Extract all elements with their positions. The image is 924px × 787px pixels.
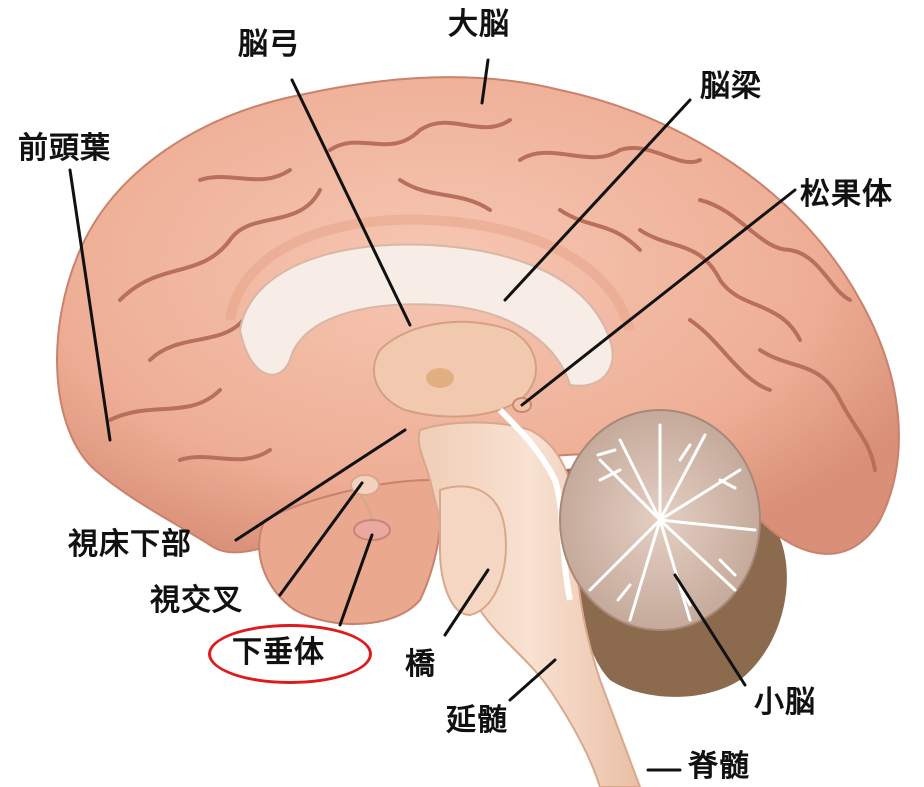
cerebellum-shape: [560, 410, 760, 630]
label-cerebellum: 小脳: [754, 686, 816, 720]
label-medulla: 延髄: [446, 704, 508, 738]
label-cerebrum: 大脳: [448, 8, 510, 42]
label-corpus-callosum: 脳梁: [700, 70, 762, 104]
label-pons: 橋: [405, 648, 436, 682]
label-fornix: 脳弓: [238, 28, 300, 62]
diencephalon: [374, 322, 536, 417]
label-spinal-cord: 脊髄: [688, 750, 750, 784]
label-pineal-body: 松果体: [800, 178, 893, 212]
label-frontal-lobe: 前頭葉: [18, 132, 111, 166]
label-optic-chiasm: 視交叉: [150, 584, 243, 618]
pituitary-highlight-ring: [208, 624, 372, 684]
label-hypothalamus: 視床下部: [68, 528, 192, 562]
interthalamic-adhesion: [426, 368, 454, 388]
